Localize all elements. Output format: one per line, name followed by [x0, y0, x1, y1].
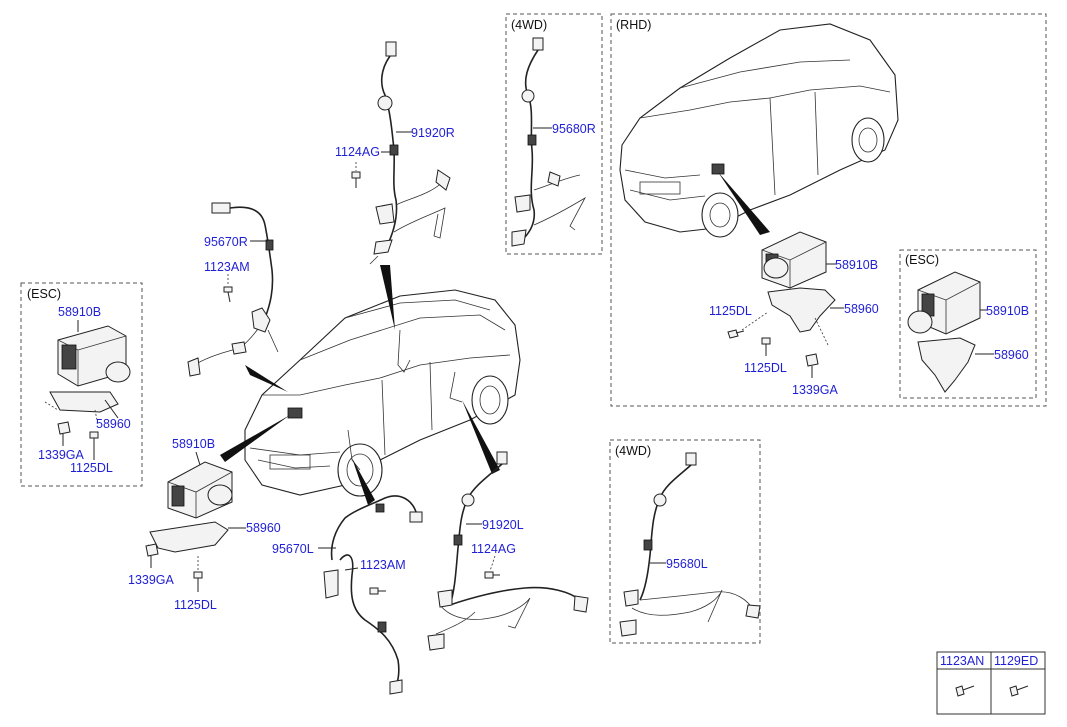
rhd-hecu-unit: [741, 231, 836, 346]
part-label-58960-rhd[interactable]: 58960: [844, 302, 879, 316]
esc-left-caption: (ESC): [27, 287, 61, 301]
part-label-95670L[interactable]: 95670L: [272, 542, 314, 556]
nut-1339GA-esc-left: [57, 421, 71, 446]
esc-left-hecu: [44, 325, 131, 426]
esc-right-hecu: [907, 271, 981, 393]
wedge-hecu: [220, 415, 290, 462]
part-label-58960-esc-right[interactable]: 58960: [994, 348, 1029, 362]
screw-1123AN-icon: [955, 685, 975, 697]
legend-header-1129ED[interactable]: 1129ED: [994, 654, 1038, 668]
part-label-1339GA-main[interactable]: 1339GA: [128, 573, 175, 587]
part-label-1125DL-rhd-b[interactable]: 1125DL: [744, 361, 787, 375]
bolt-1123AM-top: [223, 274, 233, 303]
part-label-91920L[interactable]: 91920L: [482, 518, 524, 532]
part-label-1125DL-rhd-a[interactable]: 1125DL: [709, 304, 752, 318]
esc-left-box: [20, 282, 143, 487]
leader-1123AM-bottom: [344, 567, 359, 571]
part-label-58910B-rhd[interactable]: 58910B: [835, 258, 878, 272]
screw-1129ED-icon: [1009, 685, 1029, 697]
4wd-bottom-box: [609, 439, 761, 644]
part-label-58910B-esc-right[interactable]: 58910B: [986, 304, 1029, 318]
main-car-illustration: [244, 289, 521, 497]
part-label-95670R[interactable]: 95670R: [204, 235, 248, 249]
nut-1339GA-rhd: [805, 353, 819, 378]
part-label-58960-esc-left[interactable]: 58960: [96, 417, 131, 431]
rear-right-sensor-cable-95670R: [187, 202, 279, 377]
wedge-91920L: [462, 400, 500, 474]
wedge-95670R: [245, 365, 288, 392]
part-label-1339GA-esc-left[interactable]: 1339GA: [38, 448, 85, 462]
esc-right-caption: (ESC): [905, 253, 939, 267]
part-label-1124AG-top[interactable]: 1124AG: [335, 145, 380, 159]
part-label-58960-main[interactable]: 58960: [246, 521, 281, 535]
fastener-legend-table: 1123AN 1129ED: [936, 651, 1046, 715]
legend-header-1123AN[interactable]: 1123AN: [940, 654, 984, 668]
wedge-rhd-hecu: [718, 172, 770, 235]
bolt-1123AM-bottom: [369, 587, 386, 595]
rear-left-sensor-cable-95670L: [323, 495, 423, 695]
part-label-1124AG-bottom[interactable]: 1124AG: [471, 542, 516, 556]
part-label-91920R[interactable]: 91920R: [411, 126, 455, 140]
part-label-1339GA-rhd[interactable]: 1339GA: [792, 383, 839, 397]
esc-right-box: [899, 249, 1037, 399]
wedge-front-right-sensor: [380, 265, 395, 330]
nut-1339GA-main: [145, 543, 159, 568]
part-label-58910B-main[interactable]: 58910B: [172, 437, 215, 451]
main-hecu-unit: [147, 461, 233, 553]
part-label-58910B-esc-left[interactable]: 58910B: [58, 305, 101, 319]
bolt-1125DL-esc-left: [89, 431, 99, 460]
4wd-top-caption: (4WD): [511, 18, 547, 32]
leader-58910B-main: [195, 451, 201, 466]
bolt-1125DL-main: [193, 556, 203, 592]
rhd-box: [610, 13, 1047, 407]
rhd-car-illustration: [619, 23, 899, 238]
wedge-95670L: [352, 458, 375, 505]
leader-58960-esc-left: [104, 399, 119, 419]
4wd-bottom-sensor-cable: [619, 452, 761, 637]
front-left-sensor-cable-91920L: [427, 451, 589, 651]
rhd-caption: (RHD): [616, 18, 651, 32]
part-label-1125DL-main[interactable]: 1125DL: [174, 598, 217, 612]
4wd-top-sensor-cable: [511, 37, 587, 247]
bolt-1124AG-bottom: [484, 555, 500, 579]
part-label-1125DL-esc-left[interactable]: 1125DL: [70, 461, 113, 475]
4wd-bottom-caption: (4WD): [615, 444, 651, 458]
part-label-1123AM-bottom[interactable]: 1123AM: [360, 558, 406, 572]
front-right-wheel-sensor-cable: [369, 41, 451, 265]
part-label-95680L[interactable]: 95680L: [666, 557, 708, 571]
bolt-1125DL-rhd-b: [761, 337, 771, 356]
bolt-1125DL-rhd-a: [727, 329, 745, 339]
part-label-95680R[interactable]: 95680R: [552, 122, 596, 136]
bolt-1124AG-top: [351, 162, 361, 188]
part-label-1123AM-top[interactable]: 1123AM: [204, 260, 250, 274]
